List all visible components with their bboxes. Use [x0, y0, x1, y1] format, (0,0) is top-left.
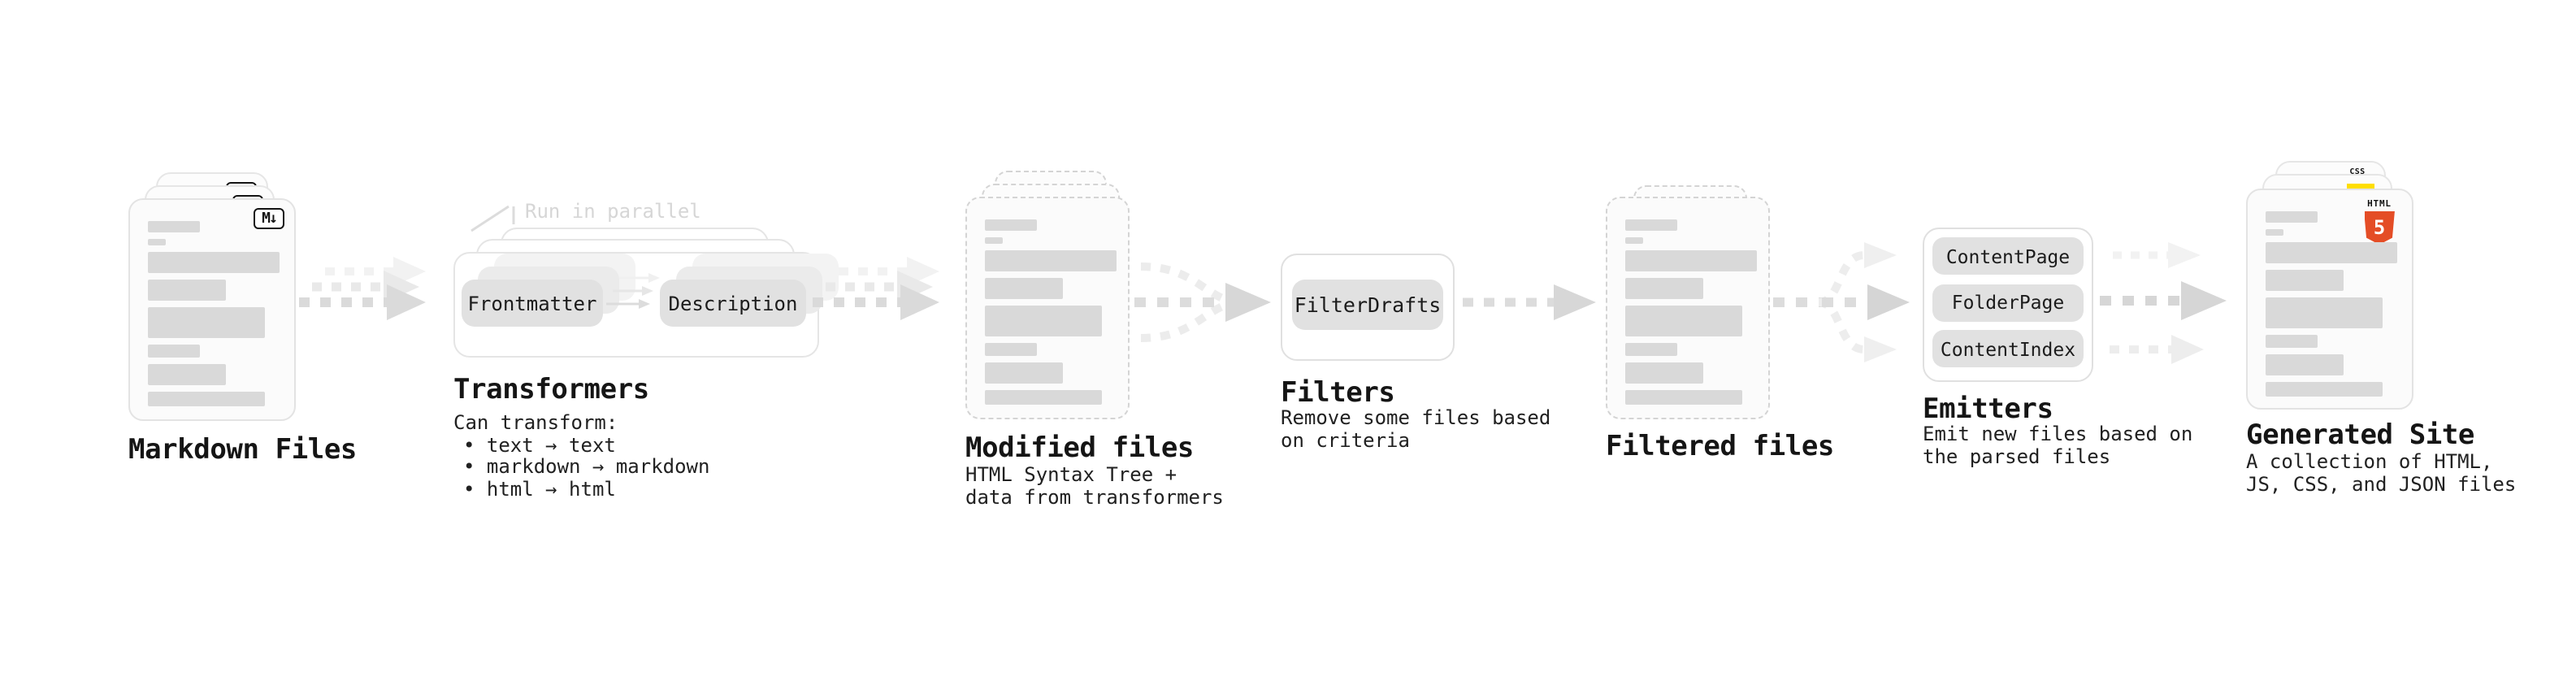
doc-text-bar	[148, 307, 265, 338]
document-content-placeholder	[2266, 210, 2397, 396]
flow-arrow-emitters-to-generated	[2100, 242, 2227, 364]
markdown-icon: M↓	[254, 208, 284, 229]
modified-file-card	[965, 197, 1130, 419]
filters-description: Remove some files based on criteria	[1281, 406, 1551, 452]
modified-desc-line: data from transformers	[965, 485, 1224, 508]
doc-text-bar	[1625, 362, 1703, 383]
transformers-description: Can transform: • text → text • markdown …	[453, 411, 710, 501]
folderpage-pill: FolderPage	[1932, 284, 2084, 321]
css-icon-label: CSS	[2349, 167, 2366, 177]
doc-text-bar	[985, 306, 1102, 336]
emitters-desc-line: Emit new files based on	[1923, 423, 2193, 445]
doc-text-bar	[2266, 381, 2383, 396]
doc-text-bar	[1625, 342, 1677, 355]
generated-site-description: A collection of HTML, JS, CSS, and JSON …	[2246, 450, 2517, 496]
doc-text-bar	[2266, 210, 2318, 222]
doc-text-bar	[2266, 241, 2397, 262]
doc-text-bar	[148, 221, 200, 232]
doc-text-bar	[985, 390, 1102, 405]
flow-arrow-markdown-to-transformers	[299, 257, 426, 320]
filtered-file-card	[1606, 196, 1770, 419]
generated-file-card-html: HTML 5	[2246, 188, 2413, 409]
doc-text-bar	[1625, 249, 1757, 271]
emitters-title: Emitters	[1923, 393, 2053, 426]
generated-desc-line: JS, CSS, and JSON files	[2246, 472, 2517, 495]
flow-arrow-modified-to-filters	[1134, 262, 1271, 342]
doc-text-bar	[148, 392, 265, 406]
transformers-desc-line: Can transform:	[453, 411, 618, 434]
emitters-description: Emit new files based on the parsed files	[1923, 423, 2193, 468]
contentindex-pill: ContentIndex	[1932, 330, 2084, 367]
document-content-placeholder	[148, 221, 280, 406]
flow-arrow-transformers-to-modified	[813, 257, 939, 320]
doc-text-bar	[148, 239, 166, 245]
stage-filtered-files: Filtered files	[1606, 185, 1834, 478]
doc-text-bar	[148, 345, 200, 358]
filtered-files-title: Filtered files	[1606, 431, 1834, 463]
doc-text-bar	[2266, 354, 2344, 375]
flow-arrow-filtered-to-emitters	[1773, 242, 1910, 362]
document-content-placeholder	[985, 219, 1117, 405]
filters-desc-line: on criteria	[1281, 428, 1410, 451]
stage-emitters: ContentPage FolderPage ContentIndex Emit…	[1923, 228, 2192, 471]
filters-title: Filters	[1281, 377, 1395, 410]
doc-text-bar	[1625, 277, 1703, 298]
doc-text-bar	[985, 250, 1117, 271]
doc-text-bar	[148, 364, 226, 385]
run-in-parallel-note: Run in parallel	[525, 200, 701, 223]
doc-text-bar	[1625, 219, 1677, 230]
doc-text-bar	[148, 280, 226, 301]
transformers-title: Transformers	[453, 374, 649, 406]
modified-files-description: HTML Syntax Tree + data from transformer…	[965, 463, 1224, 509]
doc-text-bar	[985, 219, 1037, 231]
doc-text-bar	[985, 343, 1037, 356]
contentpage-pill: ContentPage	[1932, 237, 2084, 275]
note-callout-line	[471, 205, 515, 232]
generated-site-title: Generated Site	[2246, 419, 2474, 452]
doc-text-bar	[1625, 236, 1643, 243]
markdown-files-title: Markdown Files	[128, 434, 357, 466]
stage-filters: FilterDrafts Filters Remove some files b…	[1281, 254, 1550, 481]
stage-transformers: Run in parallel Frontmatter Description …	[453, 195, 843, 504]
stage-generated-site: CSS HTML 5 Generated Site	[2246, 161, 2516, 494]
stage-modified-files: Modified files HTML Syntax Tree + data f…	[965, 171, 1224, 507]
doc-text-bar	[148, 252, 280, 273]
transform-bullet: • markdown → markdown	[463, 455, 710, 478]
emitters-desc-line: the parsed files	[1923, 445, 2111, 467]
parallel-transform-arrows	[606, 273, 660, 309]
modified-files-title: Modified files	[965, 432, 1194, 465]
frontmatter-pill: Frontmatter	[462, 280, 603, 327]
filters-desc-line: Remove some files based	[1281, 406, 1551, 429]
doc-text-bar	[2266, 297, 2383, 327]
doc-text-bar	[1625, 389, 1742, 404]
doc-text-bar	[985, 362, 1063, 384]
document-content-placeholder	[1625, 219, 1757, 404]
filterdrafts-pill: FilterDrafts	[1292, 280, 1443, 330]
transform-bullet: • html → html	[463, 477, 616, 500]
doc-text-bar	[1625, 305, 1742, 336]
html5-icon-label: HTML	[2367, 199, 2392, 209]
doc-text-bar	[2266, 334, 2318, 347]
doc-text-bar	[2266, 269, 2344, 290]
markdown-file-card-front: M↓	[128, 198, 296, 421]
doc-text-bar	[985, 237, 1003, 244]
html5-icon: HTML 5	[2361, 199, 2397, 245]
description-pill: Description	[660, 280, 806, 327]
generated-desc-line: A collection of HTML,	[2246, 450, 2493, 473]
transform-bullet: • text → text	[463, 433, 616, 456]
doc-text-bar	[985, 278, 1063, 299]
modified-desc-line: HTML Syntax Tree +	[965, 463, 1177, 486]
doc-text-bar	[2266, 228, 2283, 235]
html5-icon-shield: 5	[2364, 210, 2395, 245]
flow-arrow-filters-to-filtered	[1463, 284, 1596, 320]
stage-markdown-files: M↓ M↓ M↓ Markdown Files	[128, 172, 357, 466]
